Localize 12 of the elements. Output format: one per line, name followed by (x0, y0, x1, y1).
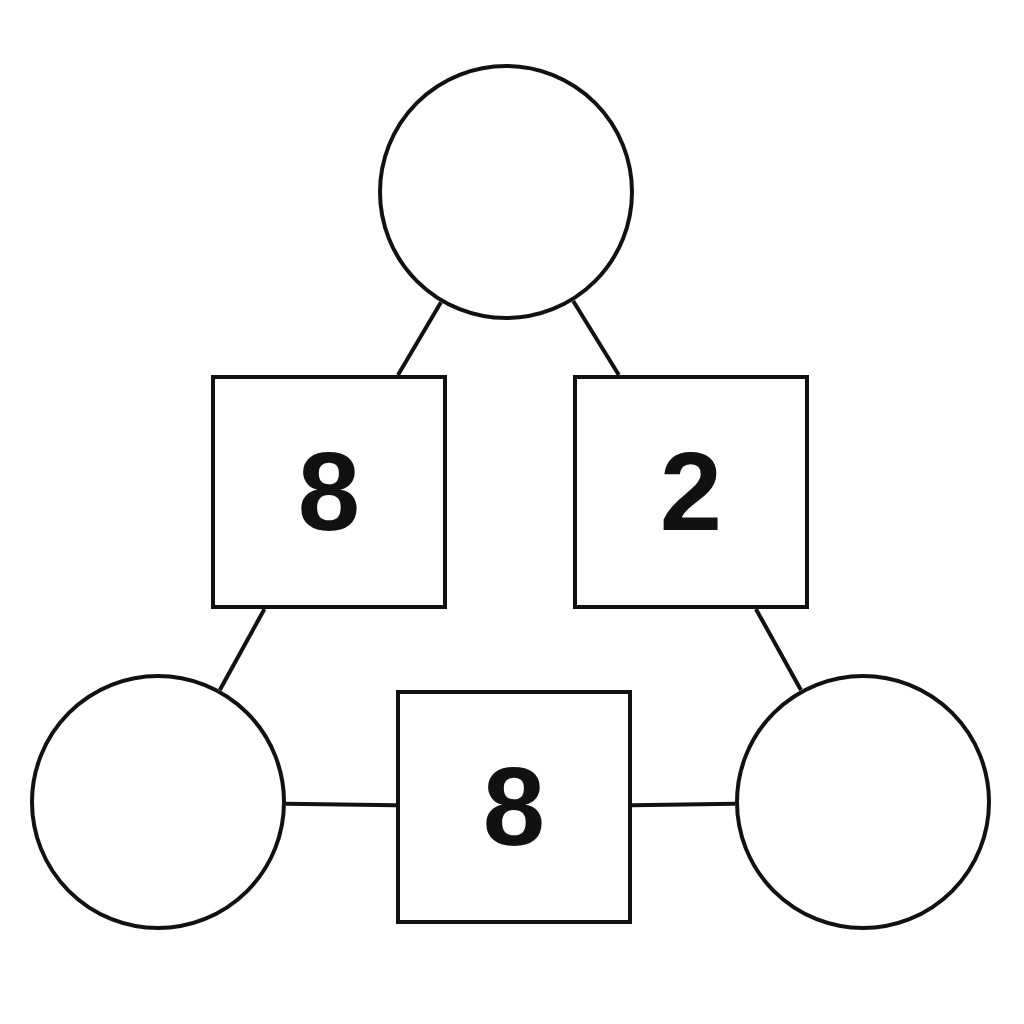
number-box (573, 375, 809, 609)
connector-line (285, 801, 397, 808)
number-box (211, 375, 447, 609)
number: 2 (659, 436, 723, 548)
connector-line (218, 608, 267, 691)
number-box (396, 690, 632, 924)
connector-line (754, 608, 803, 692)
number: 8 (482, 751, 546, 863)
number: 8 (297, 436, 361, 548)
connector-line (631, 801, 736, 808)
connector-line (571, 299, 621, 377)
connector-line (396, 301, 443, 376)
